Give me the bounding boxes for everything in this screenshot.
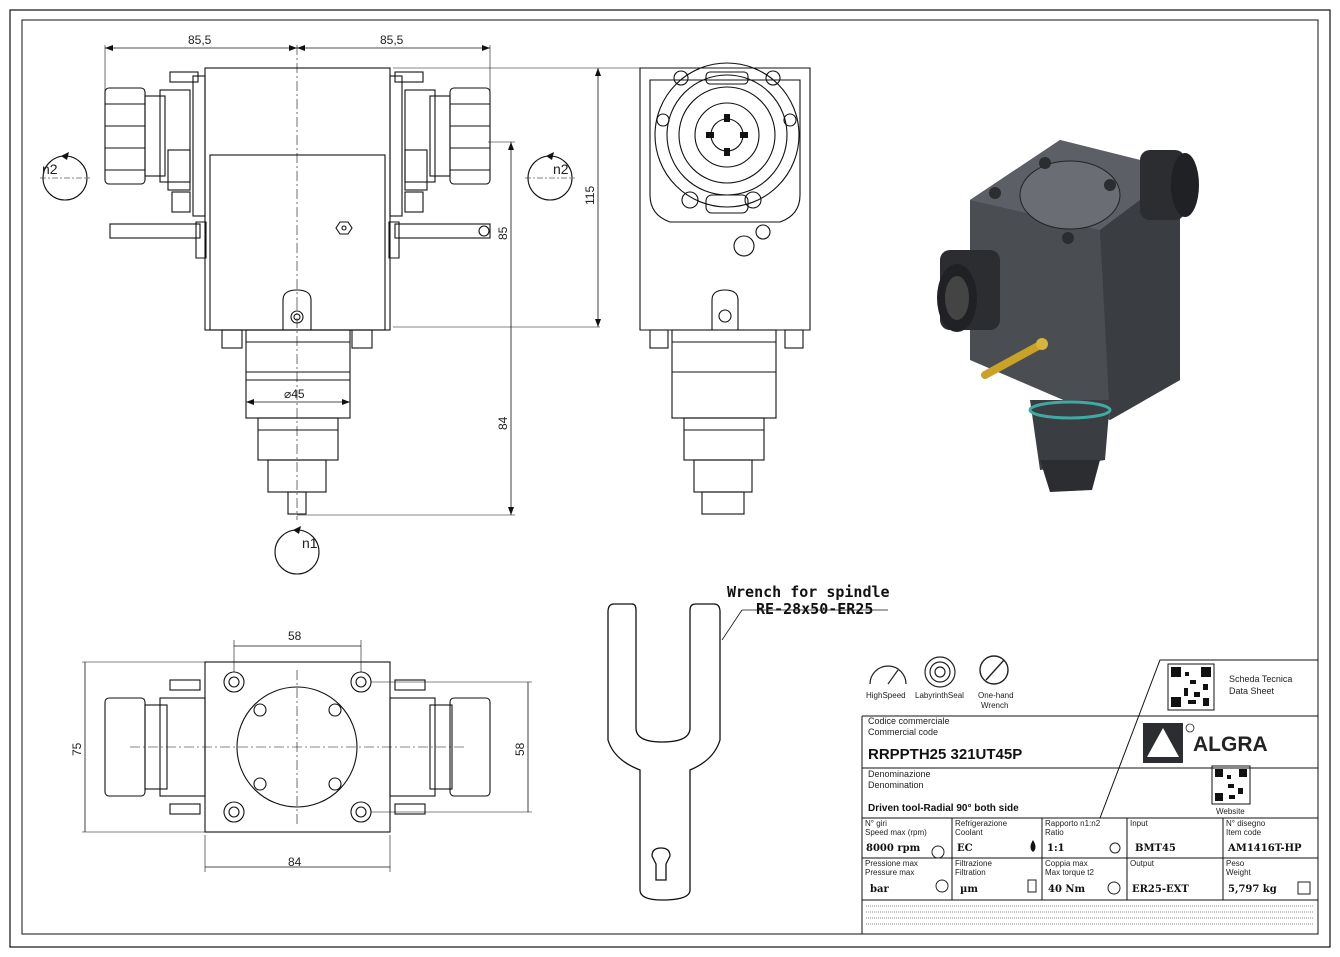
filtration-label-en: Filtration bbox=[955, 868, 986, 877]
rotation-label-left: n2 bbox=[42, 161, 58, 177]
pressure-gauge-icon bbox=[935, 879, 949, 893]
coolant-label-it: Refrigerazione bbox=[955, 819, 1008, 828]
wrench-note-line1: Wrench for spindle bbox=[727, 583, 890, 601]
torque-label-it: Coppia max bbox=[1045, 859, 1088, 868]
drawing-label-en: Item code bbox=[1226, 828, 1262, 837]
dim-spindle-diameter: ⌀45 bbox=[284, 387, 305, 401]
speed-label-it: N° giri bbox=[865, 819, 887, 828]
output-value: ER25-EXT bbox=[1132, 884, 1189, 895]
commercial-code-label-it: Codice commerciale bbox=[868, 716, 950, 726]
filtration-value: µm bbox=[960, 884, 978, 895]
rotation-label-right: n2 bbox=[553, 161, 569, 177]
pressure-label-en: Pressure max bbox=[865, 868, 914, 877]
fine-print-area bbox=[866, 905, 1314, 925]
inner-border bbox=[21, 19, 1319, 935]
wrench-drawing bbox=[607, 603, 888, 901]
coolant-value: EC bbox=[957, 843, 973, 854]
weight-value: 5,797 kg bbox=[1228, 884, 1277, 895]
pressure-value: bar bbox=[870, 884, 889, 895]
torque-value: 40 Nm bbox=[1048, 884, 1086, 895]
datasheet-label-1: Scheda Tecnica bbox=[1229, 674, 1292, 684]
speed-value: 8000 rpm bbox=[866, 843, 921, 854]
side-view-spindle-slots bbox=[706, 114, 748, 156]
algra-logo-icon bbox=[1143, 723, 1195, 763]
denomination: Driven tool-Radial 90° both side bbox=[868, 803, 1019, 814]
dim-spindle-length: 84 bbox=[496, 416, 510, 430]
title-block-small-icons bbox=[931, 842, 1311, 895]
ratio-value: 1:1 bbox=[1047, 843, 1065, 854]
torque-icon bbox=[1107, 881, 1121, 895]
feature-high-speed: HighSpeed bbox=[866, 691, 906, 700]
feature-wrench-2: Wrench bbox=[981, 701, 1008, 710]
isometric-view bbox=[937, 140, 1199, 492]
bin-icon bbox=[1027, 879, 1037, 893]
dim-top-right: 85,5 bbox=[380, 33, 404, 47]
ratio-label-it: Rapporto n1:n2 bbox=[1045, 819, 1101, 828]
weight-icon bbox=[1297, 881, 1311, 895]
datasheet-label-2: Data Sheet bbox=[1229, 686, 1275, 696]
denomination-label-it: Denominazione bbox=[868, 769, 931, 779]
feature-icons bbox=[869, 655, 1009, 688]
denomination-label-en: Denomination bbox=[868, 780, 924, 790]
speed-label-en: Speed max (rpm) bbox=[865, 828, 927, 837]
commercial-code: RRPPTH25 321UT45P bbox=[868, 746, 1022, 763]
gauge-icon bbox=[931, 845, 945, 859]
side-view bbox=[600, 62, 811, 515]
labyrinth-seal-icon bbox=[924, 656, 956, 688]
wrench-icon bbox=[979, 655, 1009, 685]
front-view bbox=[40, 45, 600, 575]
brand-name: ALGRA bbox=[1193, 733, 1268, 756]
dim-body-height: 85 bbox=[496, 226, 510, 240]
input-value: BMT45 bbox=[1135, 843, 1176, 854]
high-speed-icon bbox=[869, 665, 907, 685]
filtration-label-it: Filtrazione bbox=[955, 859, 992, 868]
website-qr-code bbox=[1211, 765, 1251, 805]
dim-top-left: 85,5 bbox=[188, 33, 212, 47]
datasheet-qr-code bbox=[1167, 663, 1215, 711]
weight-label-it: Peso bbox=[1226, 859, 1245, 868]
gear-icon bbox=[1109, 842, 1121, 854]
drawing-label-it: N° disegno bbox=[1226, 819, 1266, 828]
rotation-arrowheads bbox=[61, 45, 601, 534]
feature-labyrinth-seal: LabyrinthSeal bbox=[915, 691, 964, 700]
dim-overall-height: 115 bbox=[583, 186, 597, 205]
website-label: Website bbox=[1216, 807, 1245, 816]
drop-icon bbox=[1030, 840, 1036, 852]
weight-label-en: Weight bbox=[1226, 868, 1252, 877]
torque-label-en: Max torque t2 bbox=[1045, 868, 1094, 877]
dim-bottom-height-left: 75 bbox=[70, 742, 84, 756]
dim-hole-spacing: 58 bbox=[288, 629, 302, 643]
output-label: Output bbox=[1130, 859, 1155, 868]
coolant-label-en: Coolant bbox=[955, 828, 983, 837]
rotation-label-bottom: n1 bbox=[302, 535, 318, 551]
wrench-note-line2: RE-28x50-ER25 bbox=[756, 600, 873, 618]
drawing-value: AM1416T-HP bbox=[1227, 843, 1302, 854]
pressure-label-it: Pressione max bbox=[865, 859, 918, 868]
input-label: Input bbox=[1130, 819, 1149, 828]
feature-wrench-1: One-hand bbox=[978, 691, 1014, 700]
bottom-view bbox=[82, 640, 532, 872]
commercial-code-label-en: Commercial code bbox=[868, 727, 938, 737]
outer-border bbox=[9, 9, 1331, 948]
dim-bottom-height-right: 58 bbox=[513, 742, 527, 756]
ratio-label-en: Ratio bbox=[1045, 828, 1064, 837]
dim-bottom-width: 84 bbox=[288, 855, 302, 869]
